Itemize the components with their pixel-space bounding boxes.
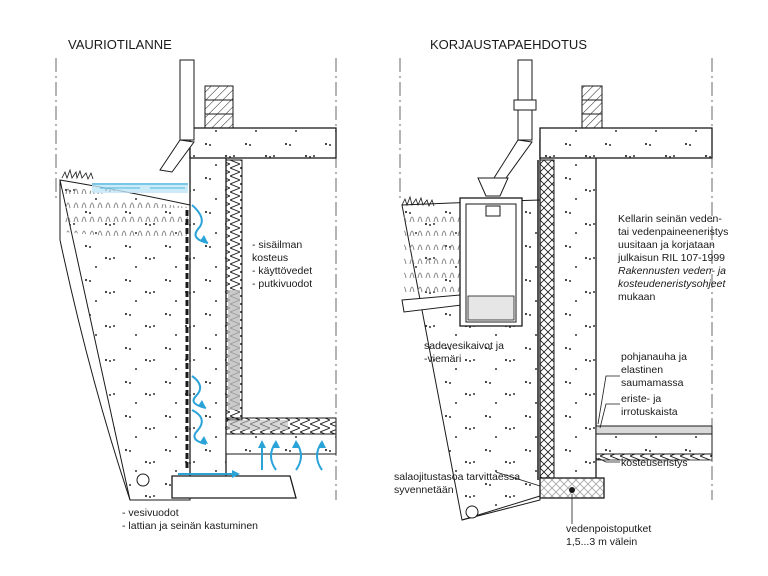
insul-label-2: irrotuskaista xyxy=(621,406,678,418)
repair-note-line: julkaisun RIL 107-1999 xyxy=(617,252,725,264)
pipe-label-2: 1,5...3 m välein xyxy=(566,536,637,548)
repair-note-line: Kellarin seinän veden- xyxy=(618,213,722,225)
strip-label-3: saumamassa xyxy=(621,377,684,389)
strip-label-1: pohjanauha ja xyxy=(621,351,687,363)
repair-note-line: kosteudeneristysohjeet xyxy=(618,278,726,290)
bottom-label-1: - vesivuodot xyxy=(122,507,179,519)
bottom-label-2: - lattian ja seinän kastuminen xyxy=(122,520,258,532)
interior-label-3: - käyttövedet xyxy=(252,265,312,277)
interior-label-1: - sisäilman xyxy=(252,239,302,251)
repair-note: Kellarin seinän veden-tai vedenpaineener… xyxy=(617,213,728,303)
repair-note-line: mukaan xyxy=(618,291,656,303)
strip-label-2: elastinen xyxy=(621,364,663,376)
drain-label-1: salaojitustasoa tarvittaessa xyxy=(394,471,520,483)
left-panel xyxy=(55,58,337,501)
interior-label-2: kosteus xyxy=(252,252,288,264)
insul-label-1: eriste- ja xyxy=(621,393,661,405)
well-label-1: sadevesikaivot ja xyxy=(424,340,504,352)
repair-note-line: uusitaan ja korjataan xyxy=(618,239,715,251)
well-label-2: -viemäri xyxy=(424,353,461,365)
repair-note-line: tai vedenpaineeneristys xyxy=(618,226,728,238)
drain-label-2: syvennetään xyxy=(394,484,454,496)
left-title: VAURIOTILANNE xyxy=(68,37,172,52)
moisture-label: kosteuseristys xyxy=(621,457,688,469)
pipe-label-1: vedenpoistoputket xyxy=(566,523,651,535)
interior-label-4: - putkivuodot xyxy=(252,278,312,290)
repair-note-line: Rakennusten veden- ja xyxy=(618,265,726,277)
right-panel xyxy=(399,58,713,524)
right-title: KORJAUSTAPAEHDOTUS xyxy=(430,37,587,52)
